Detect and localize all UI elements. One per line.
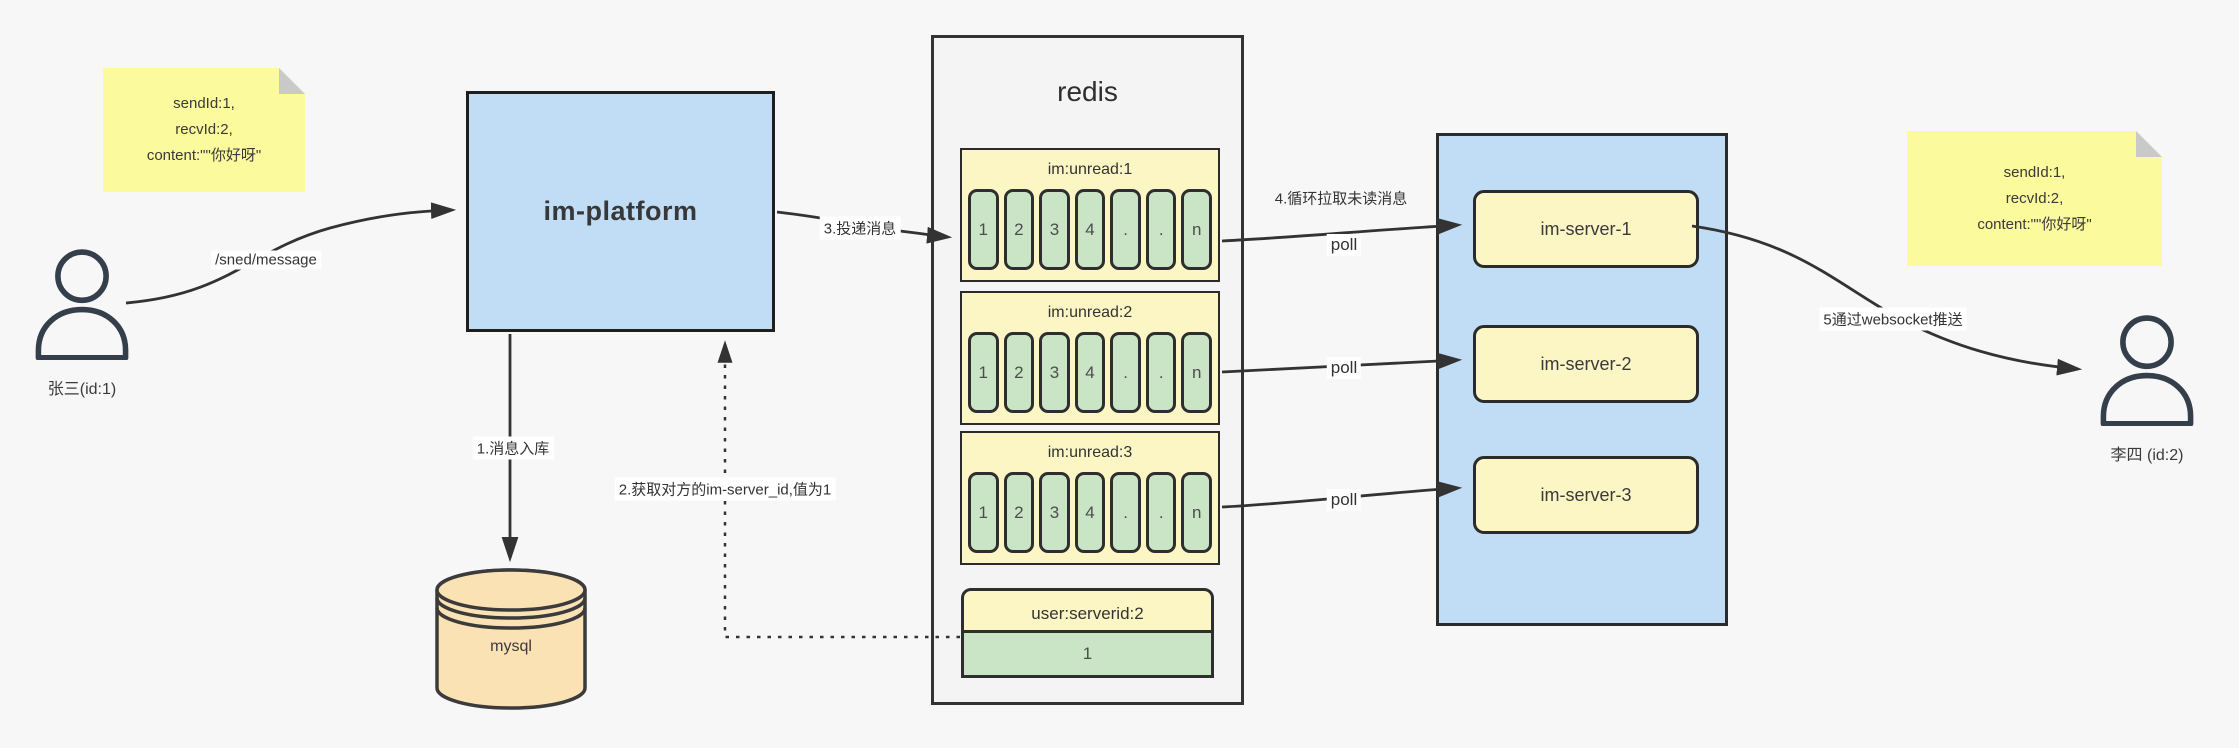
queue-header: im:unread:2 xyxy=(1047,304,1133,321)
im-server-3-label: im-server-3 xyxy=(1540,484,1632,505)
store-step-label: 1.消息入库 xyxy=(472,436,554,460)
im-platform-label: im-platform xyxy=(543,196,698,226)
redis-container: redis im:unread:1 1 2 3 4 . . n im:unrea… xyxy=(931,35,1244,705)
mysql-db: mysql xyxy=(433,564,589,714)
redis-queue-2: im:unread:2 1 2 3 4 . . n xyxy=(960,291,1220,425)
poll-label-3: poll xyxy=(1326,489,1362,511)
push-step-label: 5通过websocket推送 xyxy=(1819,307,1967,331)
queue-cell: n xyxy=(1181,189,1213,270)
queue-cell: 2 xyxy=(1003,189,1035,270)
queue-cell: 1 xyxy=(968,189,999,270)
queue-cell: 2 xyxy=(1003,332,1035,413)
queue-cell: . xyxy=(1110,189,1141,270)
kv-header: user:serverid:2 xyxy=(961,588,1214,633)
queue-cell: 4 xyxy=(1074,189,1106,270)
note-line: recvId:2, xyxy=(2005,189,2064,207)
queue-cell: 1 xyxy=(968,332,999,413)
database-cylinder-icon xyxy=(435,568,587,710)
sender-actor: 张三(id:1) xyxy=(22,248,142,399)
queue-cell: . xyxy=(1145,472,1177,553)
queue-cell: . xyxy=(1145,332,1177,413)
queue-cell: 4 xyxy=(1074,332,1106,413)
send-route-label: /sned/message xyxy=(211,250,321,270)
queue-cell: . xyxy=(1110,472,1141,553)
im-server-3-box: im-server-3 xyxy=(1473,456,1699,534)
queue-cell: 3 xyxy=(1039,189,1070,270)
queue-cells: 1 2 3 4 . . n xyxy=(962,472,1218,553)
receiver-label: 李四 (id:2) xyxy=(2110,447,2184,464)
im-platform-box: im-platform xyxy=(466,91,775,332)
sticky-note-sender: sendId:1, recvId:2, content:""你好呀" xyxy=(103,68,305,192)
queue-header: im:unread:1 xyxy=(1047,161,1133,178)
note-fold-icon xyxy=(2136,131,2162,157)
queue-cell: . xyxy=(1145,189,1177,270)
redis-queue-1: im:unread:1 1 2 3 4 . . n xyxy=(960,148,1220,282)
person-icon xyxy=(35,249,129,360)
redis-title: redis xyxy=(1057,76,1118,107)
deliver-step-label: 3.投递消息 xyxy=(819,216,901,240)
get-serverid-step-label: 2.获取对方的im-server_id,值为1 xyxy=(614,477,836,501)
queue-cell: 3 xyxy=(1039,332,1070,413)
mysql-label: mysql xyxy=(490,638,532,655)
note-line: sendId:1, xyxy=(2003,163,2066,181)
im-server-1-box: im-server-1 xyxy=(1473,190,1699,268)
queue-cells: 1 2 3 4 . . n xyxy=(962,332,1218,413)
sticky-note-receiver: sendId:1, recvId:2, content:""你好呀" xyxy=(1907,131,2162,266)
redis-queue-3: im:unread:3 1 2 3 4 . . n xyxy=(960,431,1220,565)
queue-cell: n xyxy=(1181,332,1213,413)
note-line: sendId:1, xyxy=(173,95,235,112)
note-fold-icon xyxy=(279,68,305,94)
sender-label: 张三(id:1) xyxy=(47,381,117,398)
queue-cell: . xyxy=(1110,332,1141,413)
poll-label-2: poll xyxy=(1326,357,1362,379)
im-server-2-box: im-server-2 xyxy=(1473,325,1699,403)
poll-label-1: poll xyxy=(1326,234,1362,256)
queue-cell: 3 xyxy=(1039,472,1070,553)
person-icon xyxy=(2100,315,2194,426)
kv-value: 1 xyxy=(961,633,1214,678)
queue-cell: 1 xyxy=(968,472,999,553)
redis-kv-block: user:serverid:2 1 xyxy=(961,588,1214,678)
queue-header: im:unread:3 xyxy=(1047,444,1133,461)
note-line: content:""你好呀" xyxy=(1977,215,2092,233)
queue-cell: 2 xyxy=(1003,472,1035,553)
note-line: content:""你好呀" xyxy=(146,147,262,164)
queue-cells: 1 2 3 4 . . n xyxy=(962,189,1218,270)
queue-cell: 4 xyxy=(1074,472,1106,553)
im-server-2-label: im-server-2 xyxy=(1540,353,1632,374)
im-server-group: im-server-1 im-server-2 im-server-3 xyxy=(1436,133,1728,626)
im-server-1-label: im-server-1 xyxy=(1540,218,1632,239)
pull-step-label: 4.循环拉取未读消息 xyxy=(1274,190,1408,208)
note-line: recvId:2, xyxy=(175,121,233,138)
queue-cell: n xyxy=(1181,472,1213,553)
receiver-actor: 李四 (id:2) xyxy=(2088,314,2206,465)
